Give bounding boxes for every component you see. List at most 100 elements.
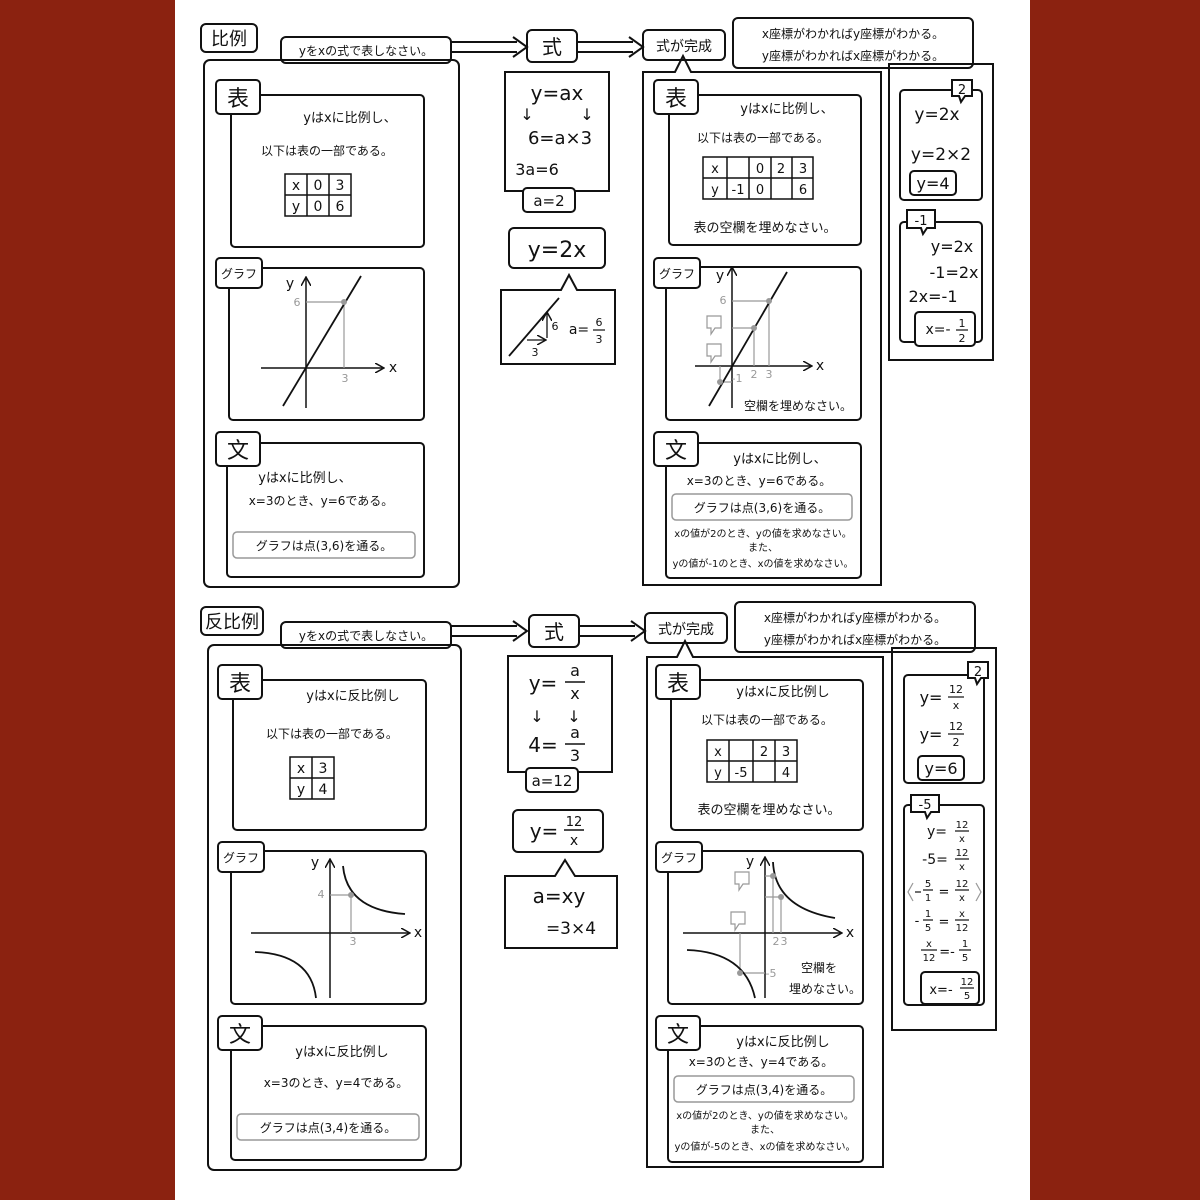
inverse-c2-l1-pre: y=: [927, 824, 947, 840]
direct-a-value-box: [522, 187, 576, 213]
direct-left-graph: x y 6 3: [261, 275, 397, 408]
guide-lines: [330, 894, 352, 933]
inverse-c1-l2-den: 2: [953, 736, 960, 749]
direct-hint-1: x座標がわかればy座標がわかる。: [762, 26, 944, 41]
direct-table-tag: [215, 79, 261, 115]
direct-formula-l3: 3a=6: [515, 160, 559, 179]
direct-c1-l2: y=2×2: [911, 145, 971, 165]
direct-calc-panel: [888, 56, 994, 361]
inverse-r-text-tag-text: 文: [667, 1023, 689, 1048]
table-cell: x: [714, 745, 722, 760]
arrow-down-icon: ↓: [530, 707, 543, 726]
table-cell: 3: [799, 162, 807, 177]
direct-complete-label: 式が完成: [656, 39, 712, 55]
inverse-r-table-tag: [655, 664, 701, 700]
inverse-prod-1: a=xy: [533, 884, 586, 908]
direct-c2-l3: 2x=-1: [908, 287, 957, 306]
direct-r-graph-tag-text: グラフ: [659, 267, 695, 281]
arrow-down-icon: ↓: [520, 105, 533, 124]
swap-arrows-icon: [907, 882, 982, 902]
inverse-c2-result-num: 12: [961, 977, 974, 988]
direct-text-note-box: [232, 531, 416, 559]
direct-text-tag: [215, 431, 261, 467]
inverse-instruction: yをxの式で表しなさい。: [299, 629, 433, 643]
direct-hint-box: [732, 17, 974, 69]
hyperbola-branch-negative: [254, 951, 317, 999]
direct-r-text-card: [665, 442, 862, 579]
direct-right-panel: [642, 53, 882, 586]
inverse-table-tag-text: 表: [229, 672, 251, 697]
inverse-arrow-1: [451, 620, 529, 642]
inverse-formula-l2-pre: 4=: [528, 733, 557, 757]
hyperbola-branch-positive: [772, 861, 836, 919]
direct-instruction: yをxの式で表しなさい。: [299, 44, 433, 58]
direct-result: y=2x: [528, 238, 586, 263]
direct-text-card: [226, 442, 425, 578]
inverse-result-den: x: [570, 833, 578, 849]
inverse-c2-l3-a-num: 5: [925, 879, 931, 890]
inverse-right-table: x 2 3 y -5 4: [706, 739, 798, 783]
table-cell: y: [297, 782, 305, 798]
inverse-c1-l2-num: 12: [949, 720, 963, 733]
direct-formula-label-box: [526, 29, 578, 63]
inverse-formula-label-box: [528, 614, 580, 648]
graph-point: [717, 379, 723, 385]
inverse-text-tag: [217, 1015, 263, 1051]
table-cell: x: [711, 162, 719, 177]
inverse-title: 反比例: [205, 612, 259, 633]
direct-left-table: x 0 3 y 0 6: [284, 173, 352, 217]
inverse-c2-result-box: [920, 971, 980, 1005]
direct-table-line1: yはxに比例し、: [303, 111, 396, 126]
inverse-r-table-task: 表の空欄を埋めなさい。: [697, 802, 840, 818]
y-tick: 6: [720, 294, 727, 307]
direct-arrow-1: [451, 36, 529, 58]
direct-bubble-1-text: 2: [958, 83, 966, 98]
inverse-c2-l3-a-den: 1: [925, 893, 931, 904]
direct-c2-num: 1: [959, 317, 966, 330]
inverse-c1-result-box: [917, 755, 965, 781]
inverse-result-num: 12: [566, 815, 583, 830]
inverse-table-tag: [217, 664, 263, 700]
direct-c1-result-box: [909, 170, 957, 196]
inverse-right-panel: [646, 638, 884, 1168]
table-cell: 0: [314, 178, 323, 194]
table-cell: 6: [336, 199, 345, 215]
y-tick: 6: [294, 296, 301, 309]
slope-num: 6: [596, 316, 603, 329]
inverse-a-value: a=12: [532, 772, 573, 790]
graph-point: [770, 873, 776, 879]
inverse-text-note-box: [236, 1113, 420, 1141]
inverse-text-card: [230, 1025, 427, 1161]
inverse-result-pre: y=: [530, 819, 559, 843]
inverse-calc-panel: [891, 640, 997, 1031]
table-cell: -5: [735, 766, 748, 781]
direct-table-card: [230, 94, 425, 248]
table-cell: y: [714, 766, 722, 781]
direct-r-text-q1: xの値が2のとき、yの値を求めなさい。: [674, 527, 852, 540]
inverse-c2-result-pre: x=-: [929, 983, 953, 998]
inverse-r-graph-tag: [655, 841, 703, 873]
inverse-c2-l1-num: 12: [956, 820, 969, 831]
inverse-r-text-line1: yはxに反比例し: [736, 1035, 829, 1050]
inverse-c2-l4-eq: =: [939, 915, 950, 930]
table-cell: 3: [782, 745, 790, 760]
inverse-r-table-line1: yはxに反比例し: [736, 685, 829, 700]
inverse-c1-l1-pre: y=: [920, 688, 943, 707]
direct-formula-l1: y=ax: [531, 81, 584, 105]
direct-bubble-2: [906, 209, 936, 237]
direct-graph-card: [228, 267, 425, 421]
inverse-c2-l4-b-num: x: [959, 909, 965, 920]
direct-c2-l1: y=2x: [931, 237, 974, 256]
table-cell: 0: [314, 199, 323, 215]
direct-bubble-2-text: -1: [915, 214, 928, 229]
guide-lines: [719, 300, 770, 383]
hyperbola-branch-positive: [342, 865, 406, 915]
direct-title: 比例: [211, 29, 247, 50]
inverse-formula-l1-den: x: [570, 684, 579, 703]
inverse-section: 反比例 yをxの式で表しなさい。 式 式が完成 x座標がわかればy座標がわかる。…: [200, 601, 997, 1171]
graph-point: [751, 325, 757, 331]
inverse-graph-tag: [217, 841, 265, 873]
inverse-calc-card-1: [903, 674, 985, 784]
direct-formula-l2: 6=a×3: [528, 128, 592, 149]
inverse-text-tag-text: 文: [229, 1023, 251, 1048]
